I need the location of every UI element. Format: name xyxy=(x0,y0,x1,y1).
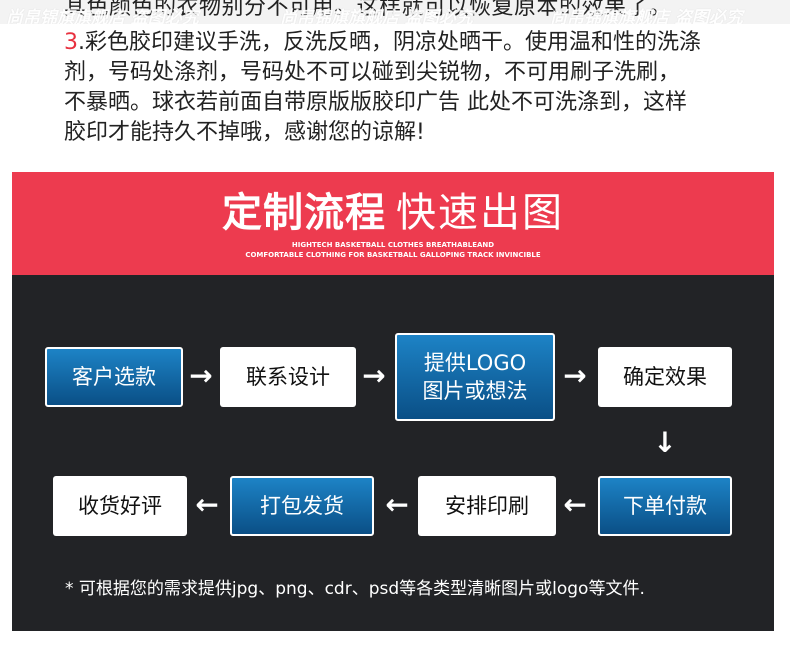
arrow-down-icon: ↓ xyxy=(653,426,677,459)
step-provide-logo-line1: 提供LOGO xyxy=(423,351,527,375)
step-place-order: 下单付款 xyxy=(598,476,732,536)
arrow-right-icon: → xyxy=(189,359,213,392)
care-number: 3 xyxy=(64,30,78,55)
process-banner: 定制流程快速出图 HIGHTECH BASKETBALL CLOTHES BRE… xyxy=(12,172,774,275)
care-instructions: 3.彩色胶印建议手洗，反洗反晒，阴凉处晒干。使用温和性的洗涤 剂，号码处涤剂，号… xyxy=(64,28,774,148)
banner-title-bold: 定制流程 xyxy=(222,190,386,236)
step-arrange-print: 安排印刷 xyxy=(418,476,556,536)
step-choose-style: 客户选款 xyxy=(45,347,183,407)
banner-subtitle: HIGHTECH BASKETBALL CLOTHES BREATHABLEAN… xyxy=(291,241,495,249)
step-pack-ship: 打包发货 xyxy=(230,476,374,536)
step-positive-review: 收货好评 xyxy=(53,476,187,536)
banner-title-light: 快速出图 xyxy=(396,190,564,236)
process-panel: 定制流程快速出图 HIGHTECH BASKETBALL CLOTHES BRE… xyxy=(12,172,774,631)
banner-title: 定制流程快速出图 xyxy=(12,190,774,236)
arrow-left-icon: ← xyxy=(195,488,219,521)
step-confirm-effect: 确定效果 xyxy=(598,347,732,407)
arrow-left-icon: ← xyxy=(563,488,587,521)
watermark: 尚帛锦旗旗舰店 盗图必究 xyxy=(6,8,199,24)
care-line-text: .彩色胶印建议手洗，反洗反晒，阴凉处晒干。使用温和性的洗涤 xyxy=(78,30,701,55)
cut-text-line: 其色颜色的衣物别分不可用。这样就可以恢复原本的效果了。 xyxy=(64,0,672,20)
step-provide-logo: 提供LOGO 图片或想法 xyxy=(395,333,555,421)
care-line: 胶印才能持久不掉哦，感谢您的谅解! xyxy=(64,120,425,145)
arrow-right-icon: → xyxy=(362,359,386,392)
arrow-right-icon: → xyxy=(563,359,587,392)
care-line: 3.彩色胶印建议手洗，反洗反晒，阴凉处晒干。使用温和性的洗涤 xyxy=(64,28,774,58)
banner-subtitle: COMFORTABLE CLOTHING FOR BASKETBALL GALL… xyxy=(245,251,541,259)
step-provide-logo-line2: 图片或想法 xyxy=(422,379,528,403)
step-contact-design: 联系设计 xyxy=(220,347,356,407)
care-line: 剂，号码处涤剂，号码处不可以碰到尖锐物，不可用刷子洗刷， xyxy=(64,60,681,85)
care-line: 不暴晒。球衣若前面自带原版版胶印广告 此处不可洗涤到，这样 xyxy=(64,90,687,115)
watermark: 尚帛锦旗旗舰店 盗图必究 xyxy=(280,8,473,24)
watermark: 尚帛锦旗旗舰店 盗图必究 xyxy=(550,8,743,24)
arrow-left-icon: ← xyxy=(385,488,409,521)
file-format-note: * 可根据您的需求提供jpg、png、cdr、psd等各类型清晰图片或logo等… xyxy=(65,579,645,599)
top-strip: 其色颜色的衣物别分不可用。这样就可以恢复原本的效果了。 尚帛锦旗旗舰店 盗图必究… xyxy=(0,0,790,24)
